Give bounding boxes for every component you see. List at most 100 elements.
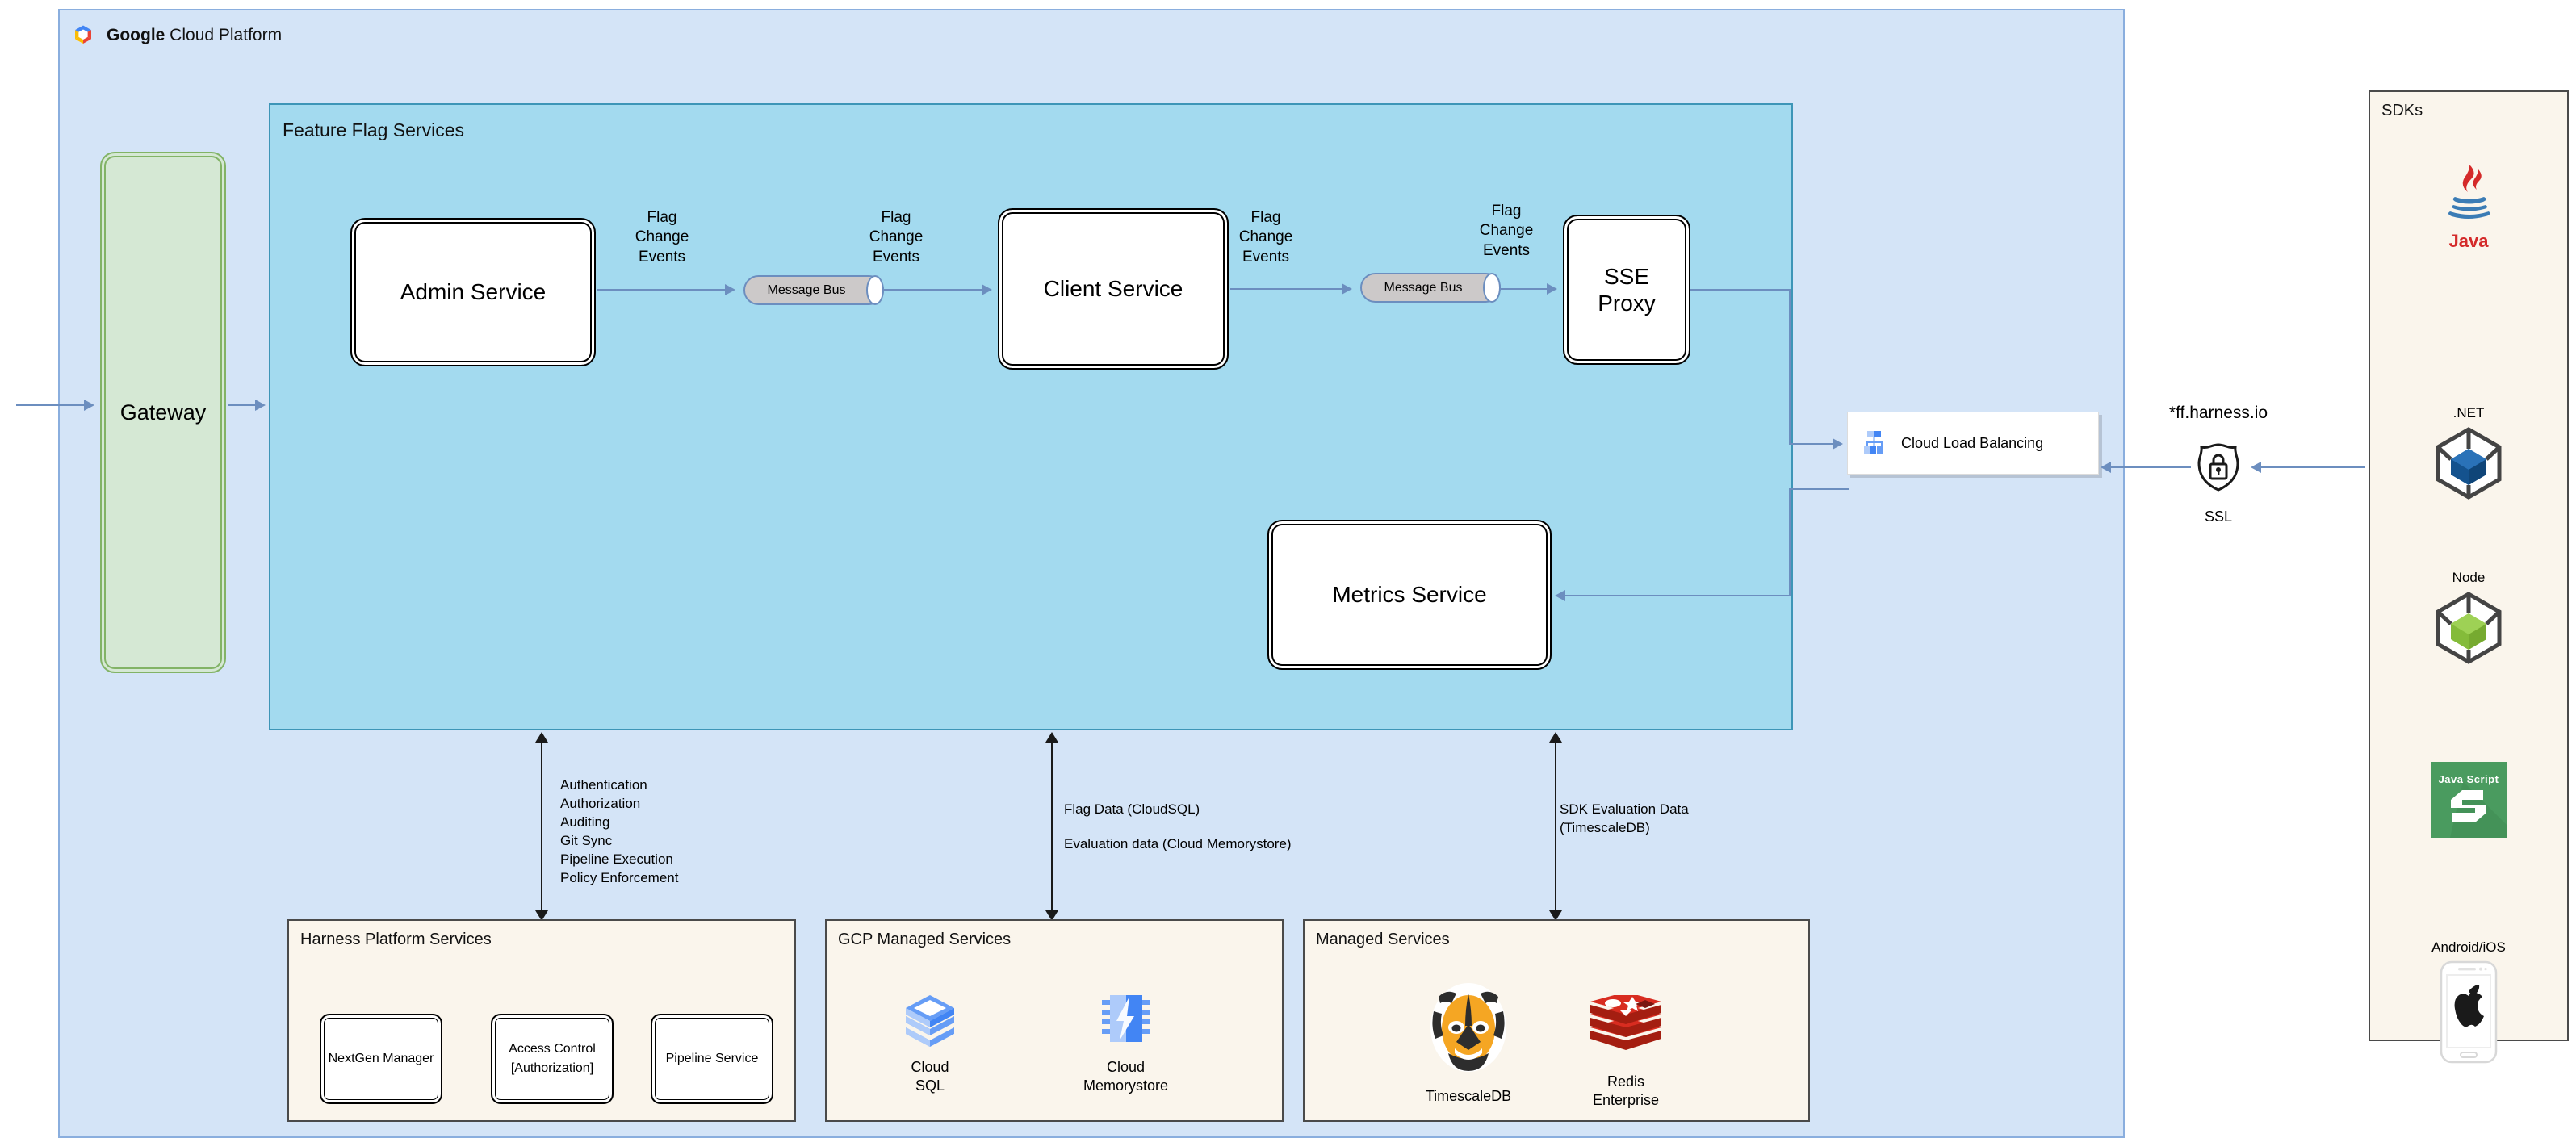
admin-service-node[interactable]: Admin Service: [350, 218, 596, 366]
gcp-title-rest: Cloud Platform: [165, 26, 283, 44]
metrics-service-node[interactable]: Metrics Service: [1267, 520, 1552, 670]
harness-connector-arrow-down: [535, 910, 548, 921]
gcp-title: Google Cloud Platform: [107, 26, 282, 45]
node-cube-icon: [2436, 592, 2502, 664]
cloud-memorystore-item[interactable]: Cloud Memorystore: [1083, 992, 1168, 1094]
gateway-to-ffs-arrow: [255, 400, 266, 411]
android-ios-label: Android/iOS: [2431, 939, 2506, 955]
javascript-s-glyph: [2451, 789, 2486, 822]
client-to-bus2-line: [1230, 288, 1343, 290]
gateway-label: Gateway: [119, 400, 207, 425]
ssl-label: SSL: [2204, 508, 2233, 525]
sdk-to-ssl-arrow: [2251, 462, 2261, 473]
admin-service-label: Admin Service: [400, 279, 547, 305]
managed-panel-title: Managed Services: [1316, 931, 1450, 948]
client-service-label: Client Service: [1043, 276, 1183, 302]
node-label: Node: [2452, 570, 2486, 585]
dotnet-cube-icon: [2436, 427, 2502, 500]
redis-label: Redis Enterprise: [1592, 1073, 1660, 1108]
ssl-shield-lock-icon: [2197, 443, 2239, 492]
gateway-to-ffs-line: [228, 404, 257, 406]
gateway-node[interactable]: Gateway: [100, 152, 226, 673]
cloud-memorystore-label: Cloud Memorystore: [1083, 1059, 1169, 1094]
message-bus-body: [743, 275, 884, 305]
cloud-sql-label: Cloud SQL: [911, 1059, 949, 1094]
message-bus-endcap: [1483, 273, 1501, 303]
harness-connector-arrow-up: [535, 732, 548, 743]
timescaledb-label: TimescaleDB: [1425, 1088, 1512, 1104]
managed-connector-arrow-down: [1549, 910, 1562, 921]
note-sdk-evaluation: SDK Evaluation Data (TimescaleDB): [1560, 801, 1689, 838]
sse-to-lb-seg3: [1789, 443, 1834, 445]
note-evaluation-data: Evaluation data (Cloud Memorystore): [1064, 835, 1292, 851]
gcpms-panel-title: GCP Managed Services: [838, 931, 1012, 948]
gcp-header: Google Cloud Platform: [71, 19, 491, 52]
managed-services-panel: Managed Services TimescaleDB: [1303, 919, 1810, 1122]
cloud-load-balancing-node[interactable]: Cloud Load Balancing: [1847, 412, 2099, 475]
sse-proxy-node[interactable]: SSE Proxy: [1563, 215, 1690, 365]
sdk-item-android-ios[interactable]: Android/iOS: [2370, 939, 2567, 1065]
message-bus-1-label: Message Bus: [767, 282, 846, 297]
note-sdk-eval-line1: SDK Evaluation Data: [1560, 801, 1689, 817]
gcpms-connector-line: [1051, 741, 1053, 912]
access-control-node[interactable]: Access Control [Authorization]: [491, 1014, 614, 1104]
access-control-label: Access Control [Authorization]: [509, 1042, 596, 1075]
javascript-icon: Java Script: [2431, 762, 2507, 838]
message-bus-endcap: [866, 275, 884, 305]
cloud-memorystore-icon: [1101, 995, 1150, 1042]
sdks-panel-title: SDKs: [2381, 102, 2423, 119]
dotnet-label: .NET: [2452, 405, 2485, 420]
admin-to-bus1-arrow: [725, 284, 735, 295]
google-cloud-logo-icon: [75, 25, 91, 44]
pipeline-service-node[interactable]: Pipeline Service: [651, 1014, 773, 1104]
edge-label-flag-change-1: Flag Change Events: [635, 209, 689, 266]
note-sdk-eval-line2: (TimescaleDB): [1560, 819, 1650, 835]
message-bus-2-label: Message Bus: [1384, 280, 1463, 295]
sse-to-lb-seg1: [1690, 289, 1791, 291]
ff-domain-label: *ff.harness.io: [2168, 404, 2268, 422]
sse-to-lb-arrow: [1833, 438, 1843, 450]
inbound-edge-line: [16, 404, 86, 406]
nextgen-manager-node[interactable]: NextGen Manager: [320, 1014, 442, 1104]
cloud-sql-item[interactable]: Cloud SQL: [901, 992, 959, 1094]
sse-to-lb-seg2: [1789, 289, 1791, 445]
edge-label-flag-change-3: Flag Change Events: [1238, 209, 1293, 266]
admin-to-bus1-line: [597, 289, 727, 291]
feature-flag-services-title: Feature Flag Services: [283, 119, 464, 140]
cloud-load-balancing-icon: [1864, 431, 1883, 454]
javascript-label: Java Script: [2438, 772, 2499, 785]
lb-to-metrics-seg1: [1789, 488, 1849, 490]
note-flag-data: Flag Data (CloudSQL): [1064, 801, 1200, 817]
pipeline-service-label: Pipeline Service: [665, 1052, 759, 1065]
sdk-item-node[interactable]: Node: [2370, 570, 2567, 667]
ssl-to-lb-line: [2110, 466, 2191, 468]
edge-label-flag-change-2: Flag Change Events: [869, 209, 924, 266]
edge-label-flag-change-4: Flag Change Events: [1479, 203, 1534, 259]
redis-item[interactable]: Redis Enterprise: [1585, 995, 1666, 1109]
sdk-item-javascript[interactable]: Java Script: [2370, 762, 2567, 838]
bus1-to-client-line: [884, 289, 983, 291]
bus1-to-client-arrow: [982, 284, 992, 295]
bus2-to-sse-arrow: [1547, 283, 1557, 295]
lb-to-metrics-seg3: [1564, 595, 1791, 596]
sdk-item-dotnet[interactable]: .NET: [2370, 405, 2567, 502]
note-platform-capabilities: Authentication Authorization Auditing Gi…: [560, 777, 679, 885]
cloud-load-balancing-label: Cloud Load Balancing: [1901, 434, 2044, 451]
gcp-title-bold: Google: [107, 26, 165, 44]
client-service-node[interactable]: Client Service: [998, 208, 1229, 370]
sse-proxy-label: SSE Proxy: [1598, 263, 1656, 316]
timescaledb-item[interactable]: TimescaleDB: [1424, 979, 1513, 1106]
harness-platform-services-panel: Harness Platform Services NextGen Manage…: [287, 919, 796, 1122]
managed-connector-line: [1555, 741, 1556, 912]
managed-connector-arrow-up: [1549, 732, 1562, 743]
mobile-phone-apple-icon: [2440, 960, 2498, 1064]
ssl-to-lb-arrow: [2101, 462, 2111, 473]
client-to-bus2-arrow: [1342, 283, 1352, 295]
metrics-service-label: Metrics Service: [1332, 582, 1487, 608]
harness-connector-line: [541, 741, 542, 912]
message-bus-2[interactable]: Message Bus: [1360, 273, 1501, 303]
message-bus-1[interactable]: Message Bus: [743, 275, 884, 305]
inbound-edge-arrow: [84, 400, 94, 411]
sdk-item-java[interactable]: Java: [2370, 160, 2567, 252]
